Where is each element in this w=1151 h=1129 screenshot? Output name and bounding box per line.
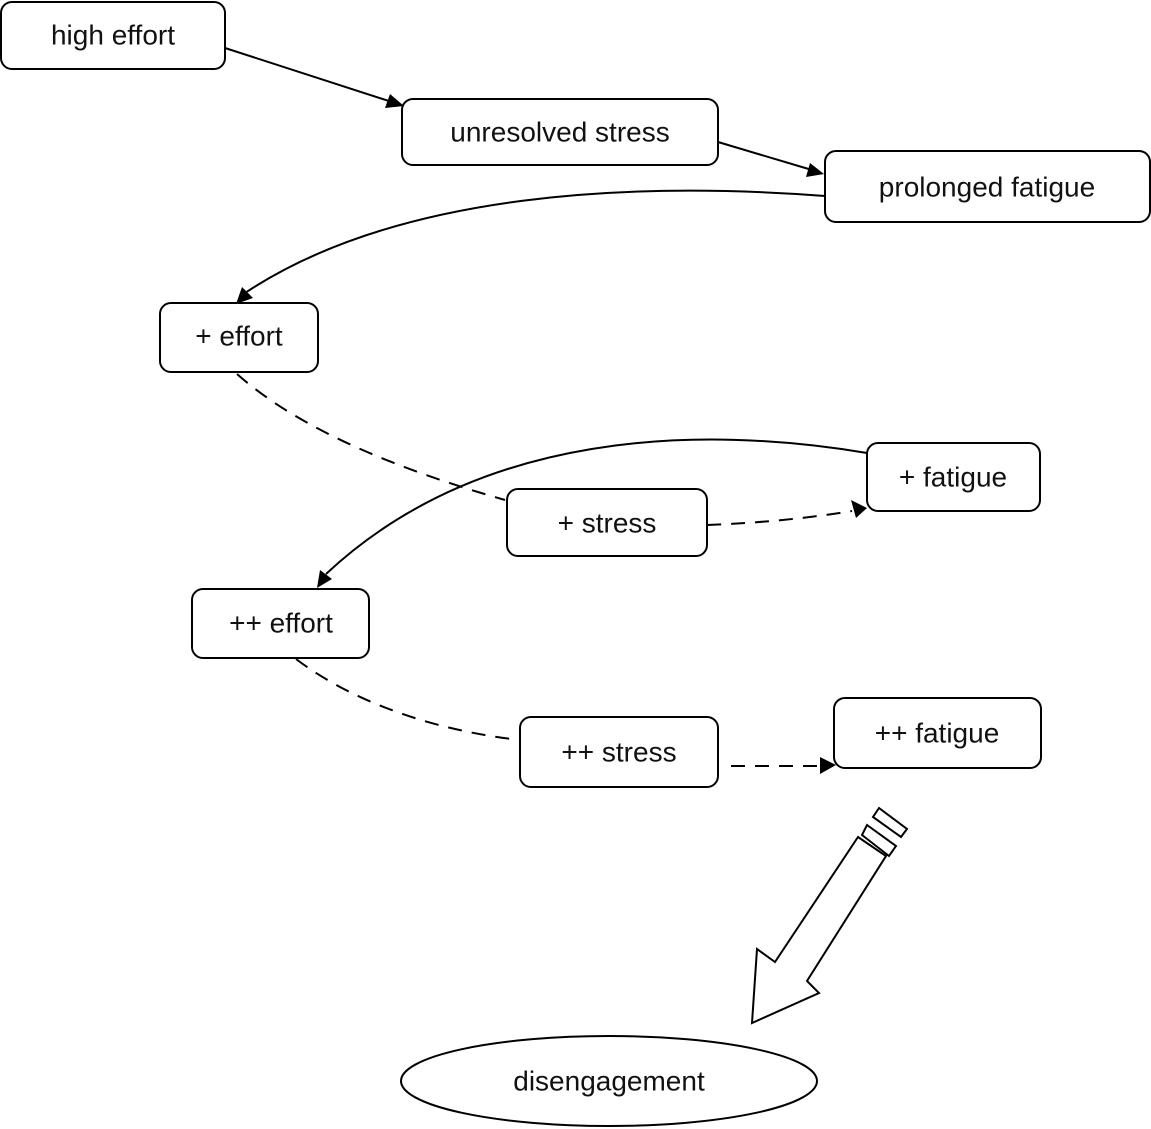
edge-plus-effort-to-plus-stress — [236, 373, 506, 501]
node-label: high effort — [51, 20, 175, 51]
node-label: ++ fatigue — [875, 718, 1000, 749]
edge-plusplus-fatigue-to-disengagement — [750, 806, 909, 1025]
node-plusplus-fatigue[interactable]: ++ fatigue — [833, 697, 1042, 769]
block-arrow-stripe-icon — [871, 806, 909, 839]
node-plus-effort[interactable]: + effort — [159, 302, 319, 373]
node-plusplus-effort[interactable]: ++ effort — [191, 588, 370, 659]
arrowhead-icon — [851, 500, 867, 518]
arrowhead-icon — [385, 94, 404, 108]
arrowhead-icon — [236, 287, 253, 304]
node-prolonged-fatigue[interactable]: prolonged fatigue — [824, 150, 1151, 223]
node-disengagement[interactable]: disengagement — [400, 1035, 818, 1127]
node-label: ++ stress — [561, 737, 676, 768]
block-arrow-icon — [750, 835, 888, 1025]
block-arrow-stripe-icon — [860, 823, 898, 858]
node-label: disengagement — [513, 1066, 705, 1097]
node-label: + stress — [558, 508, 657, 539]
node-label: prolonged fatigue — [879, 172, 1095, 203]
node-plus-stress[interactable]: + stress — [506, 488, 708, 557]
edge-prolonged-fatigue-to-plus-effort — [236, 189, 826, 304]
arrowhead-icon — [317, 570, 332, 588]
node-label: + fatigue — [899, 462, 1007, 493]
edge-high-effort-to-unresolved-stress — [224, 47, 404, 108]
edge-plusplus-stress-to-plusplus-fatigue — [731, 757, 836, 774]
edge-unresolved-stress-to-prolonged-fatigue — [717, 141, 824, 177]
arrowhead-icon — [820, 757, 836, 774]
arrowhead-icon — [806, 163, 824, 177]
node-label: ++ effort — [229, 608, 333, 639]
node-plusplus-stress[interactable]: ++ stress — [519, 716, 719, 788]
node-label: unresolved stress — [450, 117, 669, 148]
edge-plus-stress-to-plus-fatigue — [706, 500, 867, 526]
node-plus-fatigue[interactable]: + fatigue — [866, 442, 1041, 512]
node-high-effort[interactable]: high effort — [0, 1, 226, 70]
node-label: + effort — [195, 321, 283, 352]
node-unresolved-stress[interactable]: unresolved stress — [401, 98, 719, 166]
edge-plusplus-effort-to-plusplus-stress — [295, 658, 521, 741]
edge-plus-fatigue-to-plusplus-effort — [317, 438, 868, 588]
